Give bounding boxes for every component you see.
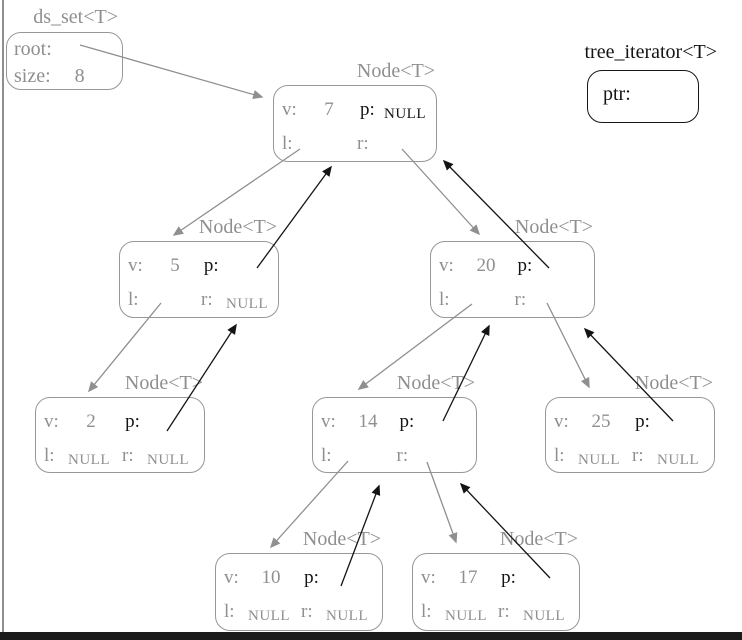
node-25-row-children: l: NULL r: NULL — [554, 445, 710, 471]
node-5-l-label: l: — [128, 289, 139, 310]
node-7-row-children: l: r: — [282, 133, 432, 159]
window-left-border — [2, 0, 4, 633]
node-10-l-label: l: — [224, 601, 235, 622]
node-25-l-value: NULL — [578, 452, 620, 468]
node-2-row-children: l: NULL r: NULL — [44, 445, 200, 471]
node-10-l-value: NULL — [248, 608, 290, 624]
node-2-title: Node<T> — [124, 372, 203, 394]
node-17-v-label: v: — [421, 567, 436, 588]
node-20-v-value: 20 — [476, 255, 496, 276]
node-10-title: Node<T> — [302, 528, 381, 550]
node-7-title: Node<T> — [356, 60, 435, 82]
node-2-l-label: l: — [44, 445, 55, 466]
size-field-value: 8 — [74, 65, 85, 87]
node-25-row-value: v: 25 p: — [554, 411, 710, 437]
node-25-title: Node<T> — [634, 372, 713, 394]
node-17-r-label: r: — [498, 601, 510, 622]
node-5-r-label: r: — [201, 289, 213, 310]
node-2-v-label: v: — [44, 411, 59, 432]
window-bottom-bar — [0, 632, 742, 640]
node-2-p-label: p: — [125, 411, 140, 432]
node-7-row-value: v: 7 p: NULL — [282, 99, 432, 125]
node-14-box: v: 14 p: l: r: — [312, 397, 477, 473]
node-10-row-value: v: 10 p: — [224, 567, 378, 593]
node-7-box: v: 7 p: NULL l: r: — [273, 85, 437, 162]
node-10-p-label: p: — [304, 567, 319, 588]
node-17-r-value: NULL — [523, 608, 565, 624]
node-5-row-value: v: 5 p: — [128, 255, 274, 281]
node-7-p-value: NULL — [384, 106, 426, 122]
node-17-l-value: NULL — [445, 608, 487, 624]
node-25-v-label: v: — [554, 411, 569, 432]
node-10-r-value: NULL — [326, 608, 368, 624]
node-17-box: v: 17 p: l: NULL r: NULL — [412, 553, 580, 631]
node-5-p-label: p: — [203, 255, 219, 276]
node-14-l-label: l: — [321, 445, 332, 466]
node-2-r-value: NULL — [147, 452, 189, 468]
node-2-r-label: r: — [122, 445, 134, 466]
node-5-row-children: l: r: NULL — [128, 289, 274, 315]
node-14-v-value: 14 — [358, 411, 378, 432]
node-20-box: v: 20 p: l: r: — [430, 241, 595, 318]
node-10-row-children: l: NULL r: NULL — [224, 601, 378, 627]
size-field-label: size: — [14, 65, 51, 87]
node-2-row-value: v: 2 p: — [44, 411, 200, 437]
node-17-v-value: 17 — [458, 567, 478, 588]
node-7-r-label: r: — [357, 133, 369, 154]
node-2-box: v: 2 p: l: NULL r: NULL — [35, 397, 205, 473]
node-20-v-label: v: — [439, 255, 454, 276]
node-14-title: Node<T> — [396, 372, 475, 394]
node-20-l-label: l: — [439, 289, 450, 310]
node-25-box: v: 25 p: l: NULL r: NULL — [545, 397, 715, 473]
node-14-r-label: r: — [396, 445, 409, 466]
node-7-p-label: p: — [360, 99, 375, 120]
node-17-p-label: p: — [501, 567, 516, 588]
node-17-row-value: v: 17 p: — [421, 567, 575, 593]
node-25-l-label: l: — [554, 445, 565, 466]
node-20-row-value: v: 20 p: — [439, 255, 590, 281]
node-5-title: Node<T> — [198, 216, 277, 238]
node-20-row-children: l: r: — [439, 289, 590, 315]
node-10-box: v: 10 p: l: NULL r: NULL — [215, 553, 383, 631]
node-5-box: v: 5 p: l: r: NULL — [119, 241, 279, 318]
node-10-v-label: v: — [224, 567, 239, 588]
ptr-field-label: ptr: — [603, 83, 631, 105]
node-5-v-value: 5 — [170, 255, 180, 276]
node-2-v-value: 2 — [86, 411, 96, 432]
node-20-r-label: r: — [514, 289, 527, 310]
node-14-row-children: l: r: — [321, 445, 472, 471]
node-10-r-label: r: — [301, 601, 313, 622]
root-field-label: root: — [14, 38, 52, 60]
node-17-title: Node<T> — [499, 528, 578, 550]
node-2-l-value: NULL — [68, 452, 110, 468]
node-25-r-label: r: — [632, 445, 644, 466]
node-7-l-label: l: — [282, 133, 293, 154]
node-14-row-value: v: 14 p: — [321, 411, 472, 437]
node-25-v-value: 25 — [591, 411, 611, 432]
node-17-l-label: l: — [421, 601, 432, 622]
node-20-title: Node<T> — [514, 216, 593, 238]
node-17-row-children: l: NULL r: NULL — [421, 601, 575, 627]
node-10-v-value: 10 — [261, 567, 281, 588]
node-25-p-label: p: — [635, 411, 650, 432]
node-25-r-value: NULL — [657, 452, 699, 468]
node-5-v-label: v: — [128, 255, 143, 276]
node-14-v-label: v: — [321, 411, 336, 432]
node-14-p-label: p: — [399, 411, 415, 432]
tree-iterator-box: ptr: — [587, 70, 699, 123]
tree-iterator-title: tree_iterator<T> — [584, 41, 718, 63]
node-7-v-value: 7 — [324, 99, 334, 120]
node-5-r-value: NULL — [226, 296, 268, 312]
ds-set-box: root: size: 8 — [6, 32, 123, 90]
ds-set-title: ds_set<T> — [33, 6, 118, 28]
node-7-v-label: v: — [282, 99, 297, 120]
node-20-p-label: p: — [517, 255, 533, 276]
